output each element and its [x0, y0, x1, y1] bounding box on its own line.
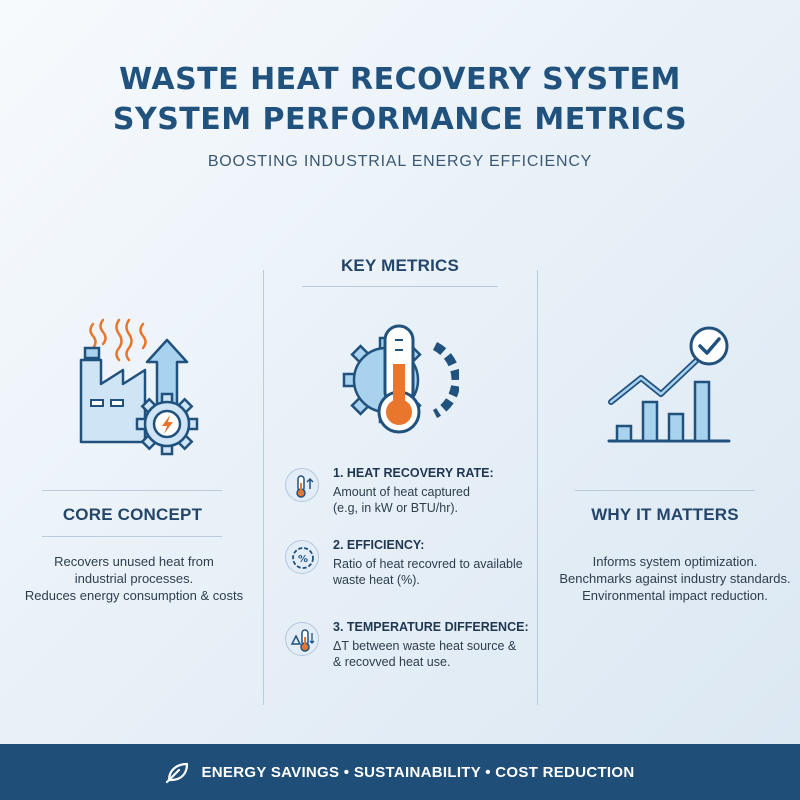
column-divider-left: [263, 270, 264, 705]
core-concept-line: Recovers unused heat from: [54, 554, 214, 569]
thermometer-arrow-icon: [285, 468, 319, 502]
metric-title-heat-recovery-rate: 1. HEAT RECOVERY RATE:: [333, 466, 494, 480]
core-concept-title: CORE CONCEPT: [62, 505, 203, 524]
why-it-matters-line: Informs system optimization.: [592, 554, 758, 569]
core-concept-rule-top: [42, 490, 222, 491]
metric-desc-temperature-difference: ΔT between waste heat source & & recovve…: [333, 638, 516, 670]
percent-gear-icon: %: [285, 540, 319, 574]
growth-chart-check-icon: [605, 322, 733, 446]
metric-desc-line: (e.g, in kW or BTU/hr).: [333, 501, 459, 515]
core-concept-text: Recovers unused heat from industrial pro…: [20, 553, 248, 604]
metric-desc-line: Amount of heat captured: [333, 485, 470, 499]
metric-desc-line: Ratio of heat recovred to available: [333, 557, 523, 571]
metric-desc-efficiency: Ratio of heat recovred to available wast…: [333, 556, 523, 588]
page-subtitle: BOOSTING INDUSTRIAL ENERGY EFFICIENCY: [207, 153, 593, 170]
delta-thermometer-icon: [285, 622, 319, 656]
title-block: WASTE HEAT RECOVERY SYSTEM SYSTEM PERFOR…: [0, 60, 800, 140]
metric-desc-line: & recovved heat use.: [333, 655, 451, 669]
core-concept-line: Reduces energy consumption & costs: [24, 588, 244, 603]
column-divider-right: [537, 270, 538, 705]
factory-gear-icon: [75, 318, 205, 456]
core-concept-rule-bottom: [42, 536, 222, 537]
metric-desc-line: ΔT between waste heat source &: [333, 639, 517, 653]
metric-title-temperature-difference: 3. TEMPERATURE DIFFERENCE:: [333, 620, 529, 634]
footer-text: ENERGY SAVINGS • SUSTAINABILITY • COST R…: [201, 763, 635, 781]
why-it-matters-title: WHY IT MATTERS: [591, 505, 739, 524]
why-it-matters-line: Environmental impact reduction.: [582, 588, 768, 603]
why-it-matters-line: Benchmarks against industry standards.: [559, 571, 791, 586]
key-metrics-title: KEY METRICS: [340, 256, 460, 275]
page-title-line-2: SYSTEM PERFORMANCE METRICS: [112, 102, 688, 137]
why-it-matters-text: Informs system optimization. Benchmarks …: [550, 553, 800, 604]
metric-title-efficiency: 2. EFFICIENCY:: [333, 538, 425, 552]
svg-text:%: %: [298, 554, 308, 565]
why-it-matters-rule-top: [575, 490, 755, 491]
metric-desc-heat-recovery-rate: Amount of heat captured (e.g, in kW or B…: [333, 484, 470, 516]
metric-desc-line: waste heat (%).: [333, 573, 420, 587]
core-concept-line: industrial processes.: [74, 571, 194, 586]
leaf-icon: [165, 760, 191, 784]
thermometer-gear-icon: [341, 320, 461, 438]
key-metrics-rule: [302, 286, 498, 287]
footer-banner: ENERGY SAVINGS • SUSTAINABILITY • COST R…: [0, 744, 800, 800]
page-title-line-1: WASTE HEAT RECOVERY SYSTEM: [119, 62, 681, 97]
